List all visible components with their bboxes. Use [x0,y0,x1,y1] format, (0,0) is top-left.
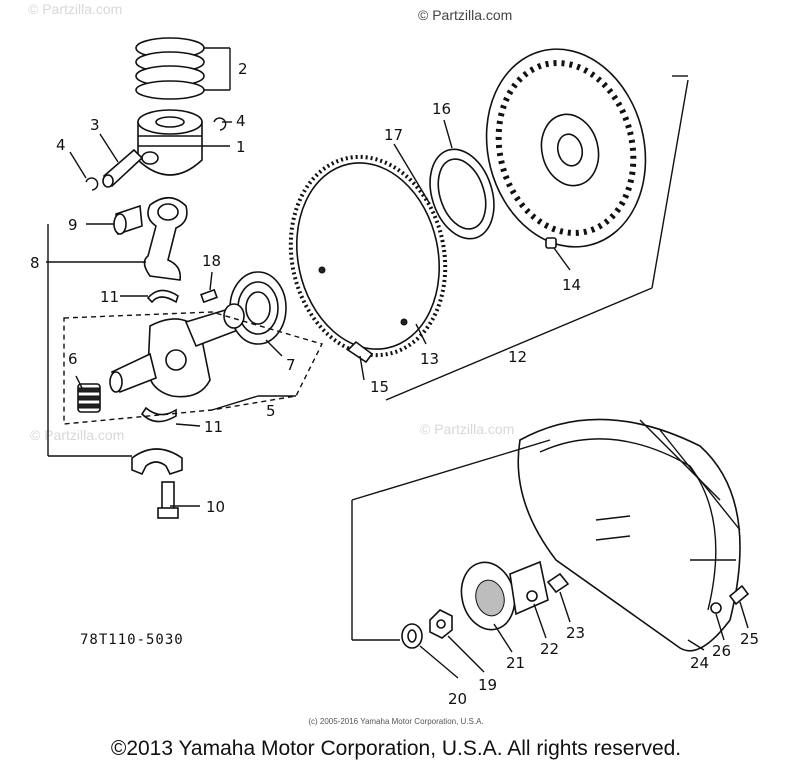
flywheel [485,48,647,248]
callout-1: 1 [236,138,246,156]
piston-rings [135,37,205,100]
callout-18: 18 [202,252,221,270]
piston-pin-clip-left [85,177,99,191]
starter-pulley [460,560,549,631]
callout-24: 24 [690,654,709,672]
fan-cover [517,418,741,652]
callout-9: 9 [68,216,78,234]
flywheel-plate [429,148,495,240]
pulley-washer-large [401,623,423,649]
callout-11-lower: 11 [204,418,223,436]
callout-22: 22 [540,640,559,658]
callout-12: 12 [508,348,527,366]
callout-8: 8 [30,254,40,272]
watermark-mid-left: © Partzilla.com [30,427,124,443]
watermark-mid-right: © Partzilla.com [420,421,514,437]
callout-17: 17 [384,126,403,144]
callout-11-upper: 11 [100,288,119,306]
pulley-nut [429,609,453,639]
callout-14: 14 [562,276,581,294]
callout-21: 21 [506,654,525,672]
watermark-top-right: © Partzilla.com [418,7,512,23]
callout-26: 26 [712,642,731,660]
callout-4-left: 4 [56,136,66,154]
callout-2: 2 [238,60,248,78]
piston [137,109,203,176]
diagram-code: 78T110-5030 [80,632,184,648]
woodruff-key [200,288,218,304]
piston-pin-clip-right [213,117,227,131]
cover-washer [710,602,722,614]
piston-pin [102,148,144,188]
callout-6: 6 [68,350,78,368]
callout-4-right: 4 [236,112,246,130]
crankshaft [109,306,239,398]
cover-bolt [728,584,750,606]
crank-bearing [223,271,287,345]
bearing-half-upper [146,289,179,304]
callout-25: 25 [740,630,759,648]
callout-16: 16 [432,100,451,118]
rod-bolt [157,481,179,519]
callout-19: 19 [478,676,497,694]
connecting-rod [113,196,188,281]
copyright-notice: ©2013 Yamaha Motor Corporation, U.S.A. A… [110,737,682,760]
crank-gear [77,383,101,413]
callout-3: 3 [90,116,100,134]
callout-5: 5 [266,402,276,420]
callout-23: 23 [566,624,585,642]
callout-7: 7 [286,356,296,374]
callout-20: 20 [448,690,467,708]
callout-13: 13 [420,350,439,368]
leader-lines [46,47,749,679]
small-copyright: (c) 2005-2016 Yamaha Motor Corporation, … [308,717,484,726]
ring-gear [288,154,448,358]
crank-assy-outline [63,311,324,425]
watermark-top-left: © Partzilla.com [28,1,122,17]
pulley-washer [526,590,538,602]
connecting-rod-cap [131,448,183,476]
callout-15: 15 [370,378,389,396]
flywheel-dowel [545,237,557,249]
pulley-bolt [546,572,570,594]
callout-10: 10 [206,498,225,516]
